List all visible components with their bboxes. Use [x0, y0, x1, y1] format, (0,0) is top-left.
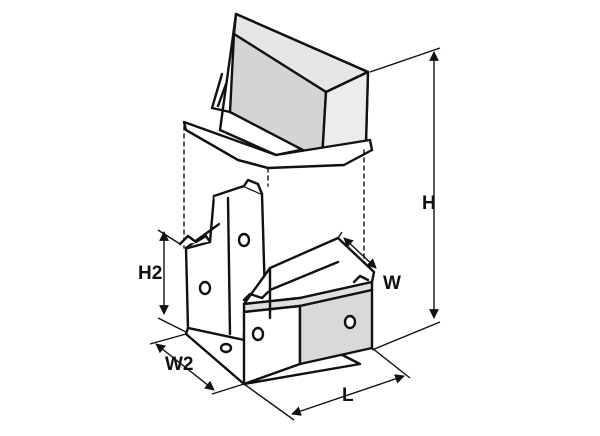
mounting-holes: [198, 232, 357, 354]
dimension-label-w2: W2: [165, 354, 194, 375]
dimension-label-w: W: [383, 273, 401, 294]
tee-base: [178, 178, 376, 386]
dimension-label-l: L: [342, 385, 354, 406]
dimension-lines: [149, 47, 441, 421]
dimension-label-h: H: [422, 193, 436, 214]
dimension-label-h2: H2: [138, 263, 163, 284]
top-cover: [182, 12, 374, 170]
